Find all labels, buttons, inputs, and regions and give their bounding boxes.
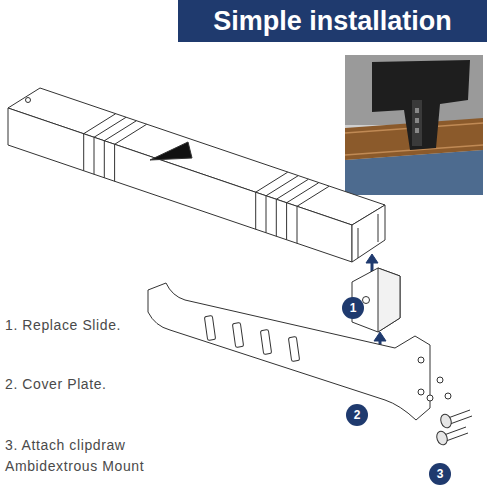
callout-text: 3 [437, 467, 444, 481]
slide-drawing [8, 88, 385, 262]
step-label: 3. Attach clipdraw Ambidextrous Mount [5, 435, 210, 477]
callout-number: 2 [346, 404, 368, 426]
callout-text: 2 [354, 408, 361, 422]
screws [427, 377, 472, 446]
step-label: 2. Cover Plate. [5, 374, 215, 395]
title-banner: Simple installation [178, 0, 487, 42]
callout-text: 1 [350, 301, 357, 315]
step-label: 1. Replace Slide. [5, 315, 215, 336]
callout-number: 1 [342, 297, 364, 319]
clip-mount [148, 283, 430, 420]
title-text: Simple installation [213, 6, 452, 37]
callout-number: 3 [429, 463, 451, 485]
holster-photo [345, 55, 483, 195]
